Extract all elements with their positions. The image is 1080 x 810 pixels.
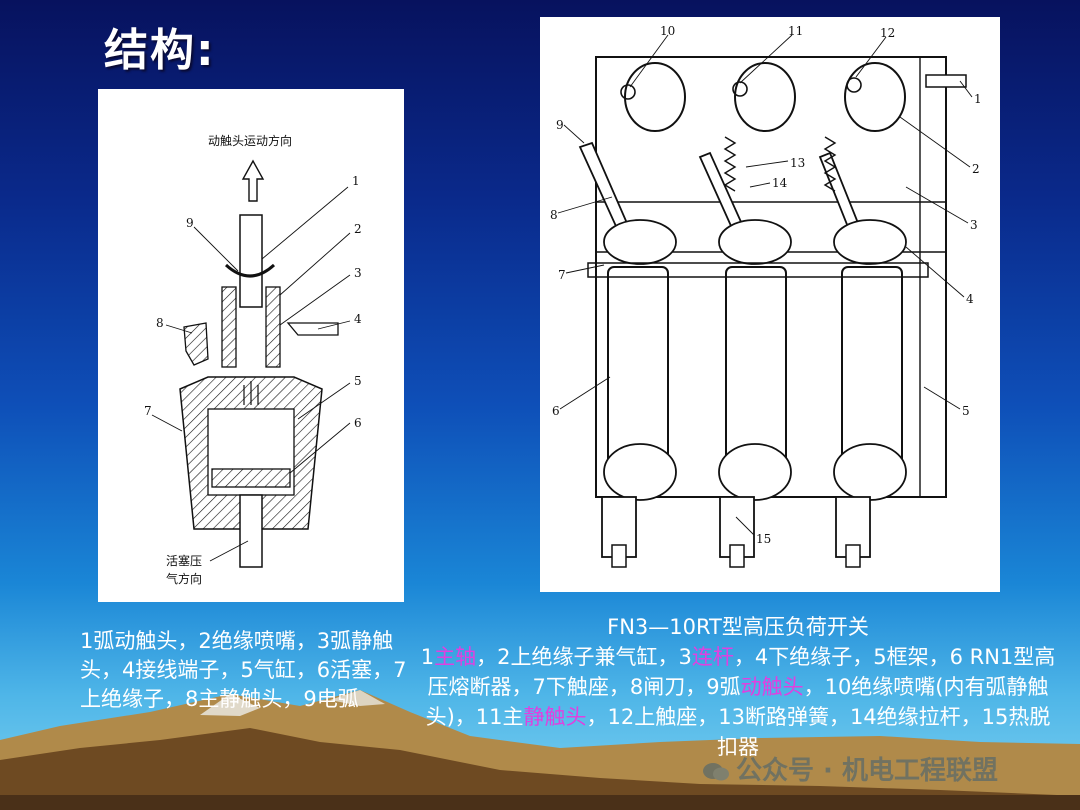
caption-highlight-main-shaft: 主轴 (434, 645, 477, 669)
caption-seg-7: ，10绝缘喷嘴(内有弧静触头)，11主 (425, 675, 1049, 729)
callout-9: 9 (186, 216, 194, 230)
callout-r2: 2 (972, 162, 980, 176)
callout-15: 15 (756, 532, 771, 546)
callout-r1: 1 (974, 92, 982, 106)
callout-r4: 4 (966, 292, 974, 306)
right-caption: FN3—10RT型高压负荷开关 1主轴，2上绝缘子兼气缸，3连杆，4下绝缘子，5… (418, 612, 1058, 762)
callout-8: 8 (156, 316, 164, 330)
left-diagram-panel: 动触头运动方向 (98, 89, 404, 602)
caption-seg-5: ，4下绝缘子，5框架，6 RN1型高压熔断器，7下触座，8闸刀，9弧 (427, 645, 1056, 699)
callout-6: 6 (354, 416, 362, 430)
piston-label-line1: 活塞压 (166, 553, 202, 568)
callout-r6: 6 (552, 404, 560, 418)
load-switch-diagram: 10 11 12 1 2 3 4 5 6 7 8 9 13 14 15 (550, 24, 982, 568)
callout-3: 3 (354, 266, 362, 280)
caption-highlight-moving-contact: 动触头 (740, 675, 804, 699)
moving-contact-rod (239, 214, 263, 308)
callout-r7: 7 (558, 268, 566, 282)
callout-11: 11 (788, 24, 803, 38)
caption-highlight-static-contact: 静触头 (523, 705, 587, 729)
watermark-text: 公众号 · 机电工程联盟 (736, 756, 998, 786)
callout-10: 10 (660, 24, 675, 38)
caption-seg-3: ，2上绝缘子兼气缸，3 (476, 645, 692, 669)
caption-seg-1: 1 (420, 645, 435, 669)
caption-highlight-link-rod: 连杆 (691, 645, 734, 669)
callout-4: 4 (354, 312, 362, 326)
callout-r8: 8 (550, 208, 558, 222)
right-caption-body: 1主轴，2上绝缘子兼气缸，3连杆，4下绝缘子，5框架，6 RN1型高压熔断器，7… (421, 645, 1056, 759)
watermark: 公众号 · 机电工程联盟 (702, 750, 998, 787)
callout-7: 7 (144, 404, 152, 418)
piston-label-line2: 气方向 (166, 571, 202, 586)
motion-direction-label: 动触头运动方向 (208, 133, 292, 148)
callout-13: 13 (790, 156, 805, 170)
slide-title: 结构: (104, 25, 216, 76)
callout-r3: 3 (970, 218, 978, 232)
callout-5: 5 (354, 374, 362, 388)
callout-12: 12 (880, 26, 895, 40)
wechat-icon (703, 762, 729, 780)
callout-r9: 9 (556, 118, 564, 132)
callout-14: 14 (772, 176, 788, 190)
arc-shape (224, 263, 276, 278)
caption-seg-9: ，12上触座，13断路弹簧，14绝缘拉杆，15热脱扣器 (586, 705, 1051, 759)
right-diagram-panel: 10 11 12 1 2 3 4 5 6 7 8 9 13 14 15 (540, 17, 1000, 592)
callout-2: 2 (354, 222, 362, 236)
callout-1: 1 (352, 174, 360, 188)
up-arrow-icon (241, 159, 265, 202)
arc-extinguishing-diagram: 动触头运动方向 (144, 133, 362, 586)
callout-r5: 5 (962, 404, 970, 418)
left-caption: 1弧动触头，2绝缘喷嘴，3弧静触头，4接线端子，5气缸，6活塞，7上绝缘子，8主… (80, 629, 407, 711)
right-caption-title: FN3—10RT型高压负荷开关 (607, 615, 869, 639)
